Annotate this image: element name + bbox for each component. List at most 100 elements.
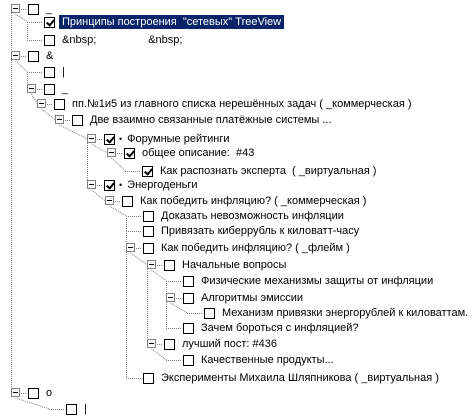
- tree-node[interactable]: Как победить инфляцию? ( _коммерческая ): [105, 192, 369, 210]
- node-checkbox[interactable]: [44, 66, 55, 78]
- node-label[interactable]: Привязать киберрубль к киловатт-часу: [161, 225, 360, 237]
- tree-node[interactable]: Начальные вопросы: [147, 256, 289, 274]
- node-checkbox[interactable]: [28, 50, 39, 62]
- collapse-toggle-icon[interactable]: [27, 84, 36, 93]
- collapse-toggle-icon[interactable]: [11, 51, 20, 60]
- tree-node[interactable]: Привязать киберрубль к киловатт-часу: [143, 222, 362, 240]
- tree-node[interactable]: Алгоритмы эмиссии: [166, 289, 306, 307]
- tree-node[interactable]: _: [27, 80, 71, 98]
- node-checkbox[interactable]: [44, 34, 55, 46]
- collapse-toggle-icon[interactable]: [11, 4, 20, 13]
- node-checkbox[interactable]: [104, 133, 115, 145]
- collapse-toggle-icon[interactable]: [55, 115, 64, 124]
- node-label[interactable]: &nbsp; &nbsp;: [62, 34, 183, 46]
- node-label[interactable]: Начальные вопросы: [182, 259, 287, 271]
- node-label[interactable]: &: [46, 50, 54, 62]
- node-checkbox[interactable]: [28, 387, 39, 399]
- connector-line: [59, 124, 88, 140]
- tree-node[interactable]: о: [11, 384, 55, 402]
- node-label[interactable]: пп.№1и5 из главного списка нерешённых за…: [72, 98, 412, 110]
- node-label[interactable]: о: [46, 387, 53, 399]
- tree-node[interactable]: Принципы построения "сетевых" TreeView: [44, 13, 285, 31]
- node-checkbox[interactable]: [104, 179, 115, 191]
- collapse-toggle-icon[interactable]: [107, 148, 116, 157]
- node-label[interactable]: Качественные продукты...: [201, 354, 334, 366]
- collapse-toggle-icon[interactable]: [147, 260, 156, 269]
- node-checkbox[interactable]: [143, 372, 154, 384]
- node-label[interactable]: |: [62, 66, 65, 78]
- tree-node[interactable]: Доказать невозможность инфляции: [143, 207, 347, 225]
- connector-line: [170, 302, 188, 314]
- node-label[interactable]: Энергоденьги: [127, 179, 198, 191]
- connector-line: [15, 13, 28, 23]
- node-label[interactable]: Принципы построения "сетевых" TreeView: [59, 15, 285, 29]
- tree-node[interactable]: Две взаимно связанные платёжные системы …: [55, 111, 335, 129]
- node-label[interactable]: Доказать невозможность инфляции: [161, 210, 344, 222]
- node-checkbox[interactable]: [204, 307, 215, 319]
- tree-node[interactable]: общее описание: #43: [107, 144, 257, 162]
- node-checkbox[interactable]: [183, 354, 194, 366]
- connector-line: [15, 60, 28, 73]
- node-checkbox[interactable]: [44, 83, 55, 95]
- collapse-toggle-icon[interactable]: [87, 134, 96, 143]
- tree-node[interactable]: |: [44, 63, 68, 81]
- node-label[interactable]: Физические механизмы защиты от инфляции: [201, 275, 434, 287]
- node-checkbox[interactable]: [124, 147, 135, 159]
- collapse-toggle-icon[interactable]: [166, 293, 175, 302]
- node-label[interactable]: _: [46, 3, 53, 15]
- tree-node[interactable]: • Энергоденьги: [87, 176, 201, 194]
- node-checkbox[interactable]: [143, 242, 154, 254]
- tree-node[interactable]: |: [66, 400, 90, 418]
- tree-node[interactable]: Качественные продукты...: [183, 351, 337, 369]
- tree-node[interactable]: лучший пост: #436: [147, 335, 280, 353]
- collapse-toggle-icon[interactable]: [11, 388, 20, 397]
- collapse-toggle-icon[interactable]: [126, 243, 135, 252]
- node-checkbox[interactable]: [142, 165, 153, 177]
- node-label[interactable]: Эксперименты Михаила Шляпникова ( _вирту…: [161, 372, 439, 384]
- node-label[interactable]: лучший пост: #436: [182, 338, 278, 350]
- node-checkbox[interactable]: [66, 403, 77, 415]
- collapse-toggle-icon[interactable]: [147, 339, 156, 348]
- tree-node[interactable]: &nbsp; &nbsp;: [44, 31, 185, 49]
- tree-node[interactable]: &: [11, 47, 56, 65]
- bullet-icon: •: [119, 180, 123, 190]
- node-checkbox[interactable]: [164, 338, 175, 350]
- tree-node[interactable]: Как распознать эксперта ( _виртуальная ): [142, 162, 379, 180]
- node-label[interactable]: Как победить инфляцию? ( _коммерческая ): [140, 195, 367, 207]
- node-checkbox[interactable]: [44, 16, 55, 28]
- collapse-toggle-icon[interactable]: [87, 180, 96, 189]
- node-checkbox[interactable]: [164, 259, 175, 271]
- tree-node[interactable]: Зачем бороться с инфляцией?: [183, 319, 361, 337]
- node-label[interactable]: _: [62, 83, 69, 95]
- node-checkbox[interactable]: [143, 225, 154, 237]
- tree-node[interactable]: Как победить инфляцию? ( _флейм ): [126, 239, 353, 257]
- node-checkbox[interactable]: [72, 114, 83, 126]
- node-label[interactable]: Механизм привязки энергорублей к киловат…: [222, 307, 469, 319]
- tree-node[interactable]: _: [11, 0, 55, 18]
- tree-node[interactable]: • Форумные рейтинги: [87, 130, 233, 148]
- collapse-toggle-icon[interactable]: [105, 196, 114, 205]
- node-checkbox[interactable]: [54, 98, 65, 110]
- tree-node[interactable]: пп.№1и5 из главного списка нерешённых за…: [37, 95, 415, 113]
- node-label[interactable]: |: [84, 403, 87, 415]
- bullet-icon: •: [119, 134, 123, 144]
- node-label[interactable]: Алгоритмы эмиссии: [201, 292, 304, 304]
- node-checkbox[interactable]: [28, 3, 39, 15]
- node-checkbox[interactable]: [122, 195, 133, 207]
- node-label[interactable]: Зачем бороться с инфляцией?: [201, 322, 359, 334]
- tree-node[interactable]: Физические механизмы защиты от инфляции: [183, 272, 436, 290]
- node-checkbox[interactable]: [183, 292, 194, 304]
- node-checkbox[interactable]: [183, 275, 194, 287]
- node-label[interactable]: Как распознать эксперта ( _виртуальная ): [160, 165, 377, 177]
- node-label[interactable]: Две взаимно связанные платёжные системы …: [90, 114, 332, 126]
- connector-line: [91, 189, 106, 202]
- node-label[interactable]: Как победить инфляцию? ( _флейм ): [161, 242, 350, 254]
- node-checkbox[interactable]: [143, 210, 154, 222]
- collapse-toggle-icon[interactable]: [37, 99, 46, 108]
- tree-node[interactable]: Эксперименты Михаила Шляпникова ( _вирту…: [143, 369, 442, 387]
- node-checkbox[interactable]: [183, 322, 194, 334]
- node-label[interactable]: общее описание: #43: [142, 147, 255, 159]
- tree-node[interactable]: Механизм привязки энергорублей к киловат…: [204, 304, 471, 322]
- node-label[interactable]: Форумные рейтинги: [127, 133, 230, 145]
